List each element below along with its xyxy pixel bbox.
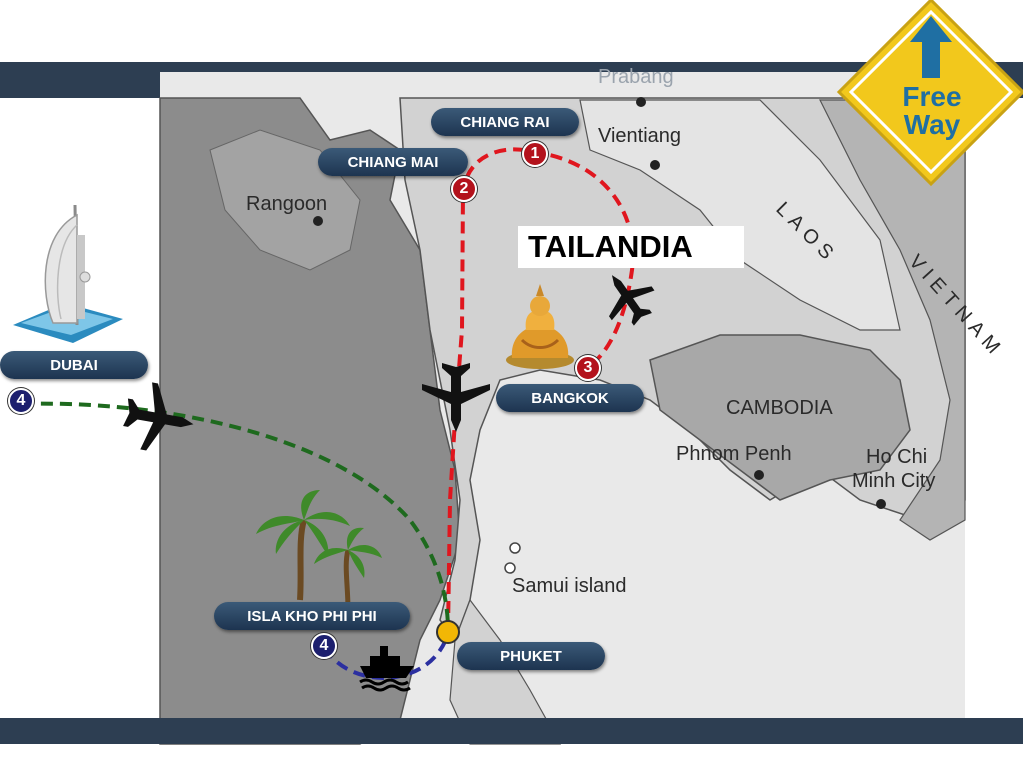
freeway-line2: Way	[904, 109, 961, 140]
island-1	[509, 542, 521, 554]
land-laos	[579, 99, 901, 331]
city-label-chiang-mai[interactable]: CHIANG MAI	[318, 148, 468, 176]
stop-badge-4-dubai: 4	[8, 388, 34, 414]
label-ho-chi-minh-line1: Ho Chi	[866, 446, 928, 468]
label-samui-island: Samui island	[512, 575, 627, 597]
city-dot-vientiang	[650, 160, 660, 170]
palm-trees-icon	[256, 490, 382, 611]
stop-badge-1: 1	[522, 141, 548, 167]
city-dot-rangoon	[313, 216, 323, 226]
freeway-line1: Free	[902, 81, 961, 112]
label-ho-chi-minh-line2: Minh City	[852, 470, 936, 492]
land-vietnam	[819, 99, 966, 541]
stop-badge-2: 2	[451, 176, 477, 202]
city-label-phuket[interactable]: PHUKET	[457, 642, 605, 670]
land-cambodia	[649, 334, 911, 501]
city-dot-ho-chi-minh	[876, 499, 886, 509]
phuket-marker	[436, 620, 460, 644]
freeway-sign-icon: Free Way	[836, 0, 1023, 187]
label-vientiang: Vientiang	[598, 125, 682, 147]
label-rangoon: Rangoon	[246, 193, 328, 215]
city-label-bangkok[interactable]: BANGKOK	[496, 384, 644, 412]
ship-icon	[359, 646, 414, 692]
city-label-isla-kho-phi-phi[interactable]: ISLA KHO PHI PHI	[214, 602, 410, 630]
label-phnom-penh: Phnom Penh	[676, 443, 792, 465]
city-dot-phnom-penh	[754, 470, 764, 480]
bottom-band	[0, 718, 1023, 744]
label-cambodia: CAMBODIA	[726, 397, 833, 419]
route-thailand	[446, 147, 635, 633]
city-dot-prabang	[636, 97, 646, 107]
route-dubai	[21, 401, 450, 631]
label-prabang: Prabang	[598, 66, 674, 88]
stop-badge-3: 3	[575, 355, 601, 381]
city-label-dubai[interactable]: DUBAI	[0, 351, 148, 379]
island-samui	[504, 562, 516, 574]
country-title: TAILANDIA	[518, 226, 744, 268]
airplane-icon	[608, 275, 655, 326]
airplane-icon	[422, 363, 490, 432]
land-peninsula	[449, 598, 562, 745]
burj-al-arab-icon	[13, 204, 123, 343]
airplane-icon	[123, 382, 194, 451]
stop-badge-4-phi-phi: 4	[311, 633, 337, 659]
buddha-icon	[506, 284, 574, 369]
city-label-chiang-rai[interactable]: CHIANG RAI	[431, 108, 579, 136]
